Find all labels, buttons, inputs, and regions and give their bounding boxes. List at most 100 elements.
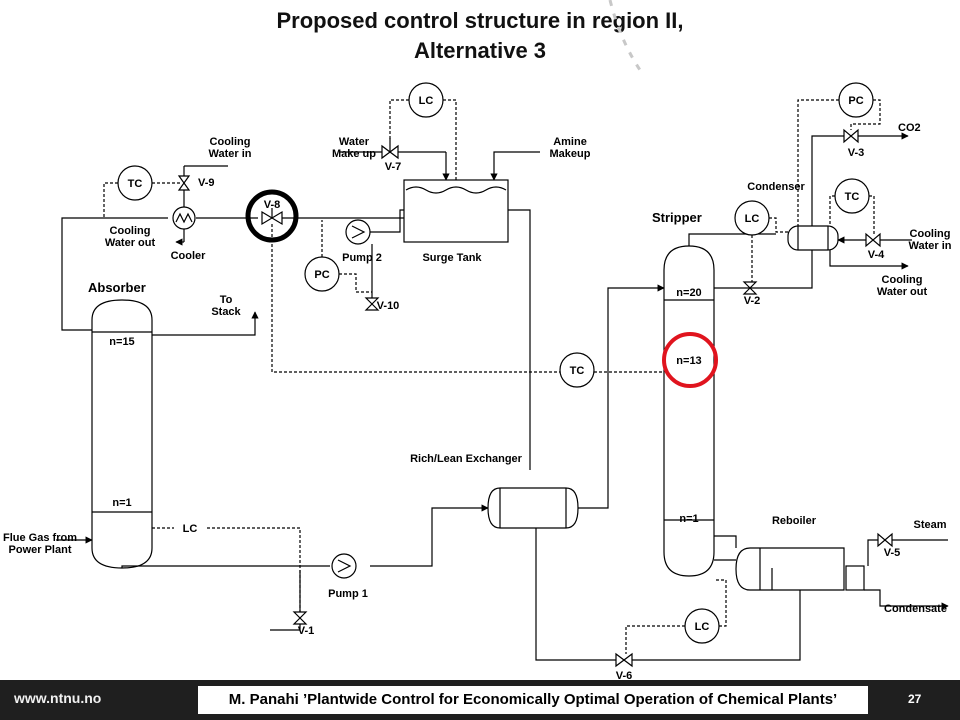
pump2-to-tank: [370, 209, 404, 233]
to-stack-line: [152, 311, 259, 336]
reflux-line: [714, 250, 813, 289]
absorber-column: [91, 299, 153, 569]
co2-outlet: [811, 132, 909, 226]
stripper-n13-label: n=13: [676, 355, 701, 367]
stripper-column: [663, 245, 715, 577]
condenser: [787, 225, 839, 251]
lc-cond-label: LC: [745, 213, 760, 225]
condensate-line: [864, 589, 949, 610]
valve-v10: [364, 297, 380, 311]
lc-top-measure: [443, 99, 457, 180]
tc-cond-measure: [829, 195, 835, 226]
surge-tank-label: Surge Tank: [422, 252, 482, 264]
valve-v5: [877, 532, 893, 548]
co2-label: CO2: [898, 122, 921, 134]
pc-top-label: PC: [848, 95, 863, 107]
cooling-water-out-right: [829, 250, 909, 270]
stripper-bottom-return: [535, 528, 801, 661]
stripper-overhead: [688, 233, 776, 246]
decorative-dashed-arc: [608, 0, 642, 71]
v8-label: V-8: [264, 199, 281, 211]
lc-reb-label: LC: [695, 621, 710, 633]
v1-label: V-1: [298, 625, 315, 637]
n13-highlight-ring: [662, 332, 718, 388]
reboiler-return: [714, 535, 737, 548]
pump1-impeller: [337, 559, 352, 573]
reboiler-label: Reboiler: [772, 515, 817, 527]
pc-top-measure: [797, 99, 839, 226]
tc-mid-controller: [559, 352, 595, 388]
valve-v4: [865, 232, 881, 248]
footer-url: www.ntnu.no: [14, 690, 102, 706]
v10-label: V-10: [377, 300, 400, 312]
lc-absorber-signal-to-v1: [207, 527, 301, 620]
cooler-exchanger: [172, 206, 196, 230]
reboiler: [735, 547, 845, 591]
absorber-label: Absorber: [88, 280, 146, 295]
condensate-label: Condensate: [884, 603, 947, 615]
pump2-label: Pump 2: [342, 252, 382, 264]
absorber-n15-label: n=15: [109, 336, 134, 348]
tc-cooler-measure: [103, 182, 118, 218]
condenser-label: Condenser: [747, 181, 805, 193]
tc-cooler-label: TC: [128, 178, 143, 190]
lc-reb-signal: [625, 625, 685, 654]
tc-mid-label: TC: [570, 365, 585, 377]
tc-mid-signal-to-v8: [271, 224, 560, 373]
v2-label: V-2: [744, 295, 761, 307]
rich-lean-exchanger-label: Rich/Lean Exchanger: [410, 453, 523, 465]
v3-label: V-3: [848, 147, 865, 159]
v9-label: V-9: [198, 177, 215, 189]
pump1-to-exchanger: [370, 504, 489, 567]
surge-tank: [403, 179, 509, 243]
v1-line: [270, 570, 301, 631]
v8-highlight-ring: [245, 189, 299, 243]
pump2: [345, 219, 371, 245]
rich-lean-exchanger: [487, 487, 579, 529]
valve-v9: [177, 175, 191, 191]
pump2-impeller: [351, 225, 366, 239]
valve-v3: [843, 128, 859, 144]
slide-title-line2: Alternative 3: [413, 38, 547, 63]
v4-label: V-4: [868, 249, 885, 261]
exchanger-to-stripper: [578, 284, 665, 509]
page-number: 27: [908, 692, 922, 706]
lc-reb-measure: [714, 579, 727, 627]
v7-label: V-7: [385, 161, 402, 173]
footer-bar: www.ntnu.no M. Panahi ’Plantwide Control…: [0, 680, 960, 720]
footer-citation: M. Panahi ’Plantwide Control for Economi…: [198, 686, 868, 714]
valve-v1: [292, 611, 308, 625]
amine-makeup-line: [490, 151, 540, 181]
pc-pump2-label: PC: [314, 269, 329, 281]
v5-label: V-5: [884, 547, 901, 559]
lean-feed-line: [61, 217, 168, 331]
steam-line: [867, 539, 948, 566]
stripper-label: Stripper: [652, 210, 702, 225]
cooler-label: Cooler: [171, 250, 207, 262]
steam-label: Steam: [913, 519, 946, 531]
tc-cond-signal: [869, 195, 875, 234]
stripper-n20-label: n=20: [676, 287, 701, 299]
valve-v6: [615, 652, 633, 668]
lc-cond-measure: [769, 217, 788, 233]
lc-absorber-label: LC: [183, 523, 198, 535]
absorber-bottom-line: [121, 565, 330, 568]
pump1: [331, 553, 357, 579]
stripper-n1-label: n=1: [679, 513, 698, 525]
v6-label: V-6: [616, 670, 633, 680]
lc-top-signal: [389, 99, 409, 140]
lc-top-label: LC: [419, 95, 434, 107]
tc-cond-label: TC: [845, 191, 860, 203]
pc-pump2-signal: [339, 273, 372, 293]
pump1-label: Pump 1: [328, 588, 368, 600]
slide-title-line1: Proposed control structure in region II,: [276, 8, 684, 33]
